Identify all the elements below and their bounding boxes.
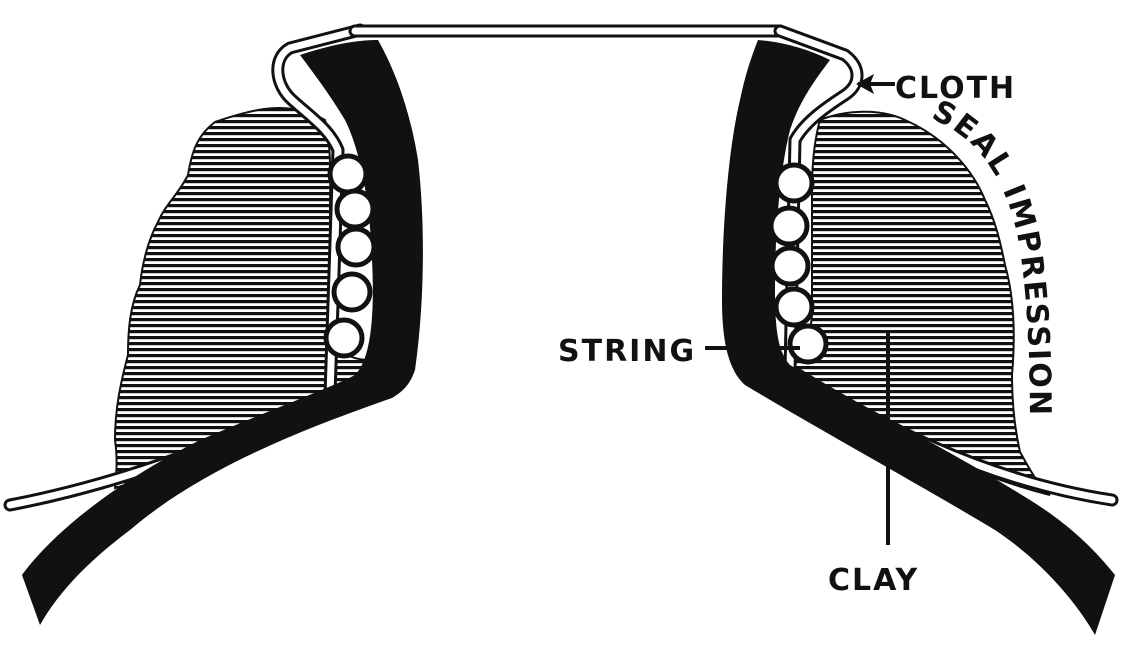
jar-wall-right [722, 40, 1115, 635]
cloth-label: CLOTH [895, 71, 1016, 106]
clay-label: CLAY [828, 563, 919, 598]
string-label: STRING [558, 334, 696, 369]
cloth-arrow-icon [856, 74, 895, 94]
string-coils-left [323, 153, 377, 359]
jar-wall-left [22, 40, 423, 625]
string-coils-right [768, 162, 829, 365]
